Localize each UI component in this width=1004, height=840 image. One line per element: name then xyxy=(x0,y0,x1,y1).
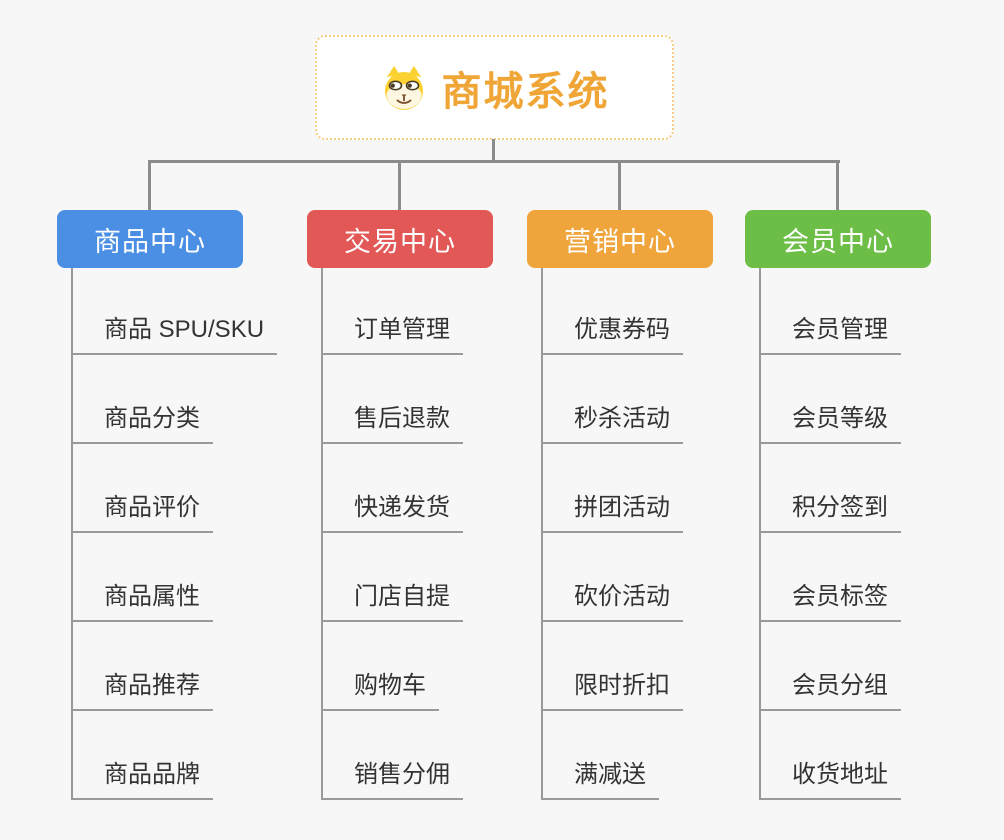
topic-node[interactable]: 拼团活动 xyxy=(541,487,683,533)
connector-drop-trade xyxy=(398,160,401,210)
topic-node[interactable]: 订单管理 xyxy=(321,309,463,355)
connector-root-stem xyxy=(492,139,495,162)
root-title: 商城系统 xyxy=(441,69,610,114)
topic-node[interactable]: 会员标签 xyxy=(759,576,901,622)
topic-node[interactable]: 满减送 xyxy=(541,754,659,800)
root-node-mall-system[interactable]: 商城系统 xyxy=(315,35,674,140)
topic-node[interactable]: 商品品牌 xyxy=(71,754,213,800)
branch-node-member-center[interactable]: 会员中心 xyxy=(745,210,931,268)
topic-node[interactable]: 秒杀活动 xyxy=(541,398,683,444)
branch-node-product-center[interactable]: 商品中心 xyxy=(57,210,243,268)
topic-node[interactable]: 积分签到 xyxy=(759,487,901,533)
topic-node[interactable]: 销售分佣 xyxy=(321,754,463,800)
topic-node[interactable]: 商品分类 xyxy=(71,398,213,444)
connector-drop-product xyxy=(148,160,151,210)
connector-horizontal-bar xyxy=(148,160,840,163)
topic-node[interactable]: 门店自提 xyxy=(321,576,463,622)
topic-node[interactable]: 商品推荐 xyxy=(71,665,213,711)
branch-column-member-center: 会员中心 会员管理 会员等级 积分签到 会员标签 会员分组 收货地址 xyxy=(745,210,995,800)
connector-drop-member xyxy=(836,160,839,210)
branch-children: 会员管理 会员等级 积分签到 会员标签 会员分组 收货地址 xyxy=(745,268,995,800)
topic-node[interactable]: 收货地址 xyxy=(759,754,901,800)
connector-drop-marketing xyxy=(618,160,621,210)
branch-column-trade-center: 交易中心 订单管理 售后退款 快递发货 门店自提 购物车 销售分佣 xyxy=(307,210,557,800)
topic-node[interactable]: 会员管理 xyxy=(759,309,901,355)
topic-node[interactable]: 快递发货 xyxy=(321,487,463,533)
dog-face-icon xyxy=(384,65,423,110)
connector-spine xyxy=(541,268,543,800)
topic-node[interactable]: 商品评价 xyxy=(71,487,213,533)
topic-node[interactable]: 商品属性 xyxy=(71,576,213,622)
topic-node[interactable]: 商品 SPU/SKU xyxy=(71,309,278,355)
topic-node[interactable]: 优惠券码 xyxy=(541,309,683,355)
connector-spine xyxy=(759,268,761,800)
topic-node[interactable]: 限时折扣 xyxy=(541,665,683,711)
branch-node-trade-center[interactable]: 交易中心 xyxy=(307,210,493,268)
branch-children: 优惠券码 秒杀活动 拼团活动 砍价活动 限时折扣 满减送 xyxy=(527,268,777,800)
connector-spine xyxy=(71,268,73,800)
connector-spine xyxy=(321,268,323,800)
topic-node[interactable]: 购物车 xyxy=(321,665,439,711)
branch-column-marketing-center: 营销中心 优惠券码 秒杀活动 拼团活动 砍价活动 限时折扣 满减送 xyxy=(527,210,777,800)
branch-children: 商品 SPU/SKU 商品分类 商品评价 商品属性 商品推荐 商品品牌 xyxy=(57,268,307,800)
topic-node[interactable]: 会员分组 xyxy=(759,665,901,711)
topic-node[interactable]: 会员等级 xyxy=(759,398,901,444)
branch-node-marketing-center[interactable]: 营销中心 xyxy=(527,210,713,268)
topic-node[interactable]: 砍价活动 xyxy=(541,576,683,622)
topic-node[interactable]: 售后退款 xyxy=(321,398,463,444)
branch-children: 订单管理 售后退款 快递发货 门店自提 购物车 销售分佣 xyxy=(307,268,557,800)
branch-column-product-center: 商品中心 商品 SPU/SKU 商品分类 商品评价 商品属性 商品推荐 商品品牌 xyxy=(57,210,307,800)
